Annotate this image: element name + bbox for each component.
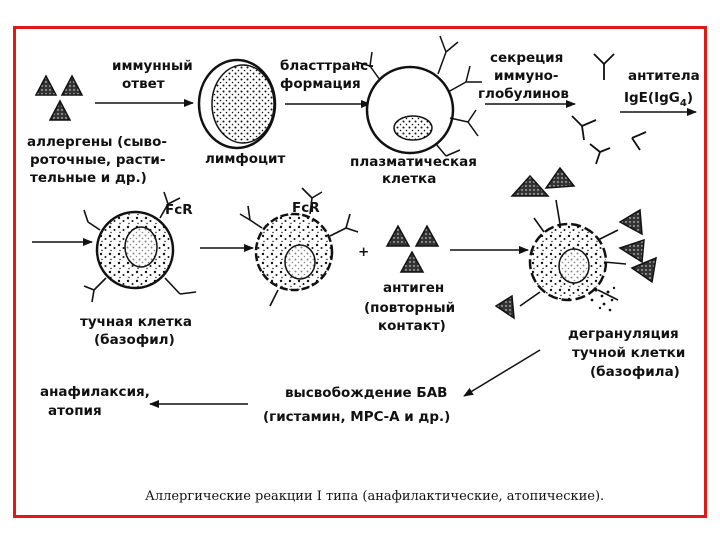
label-allergens-1: аллергены (сыво- [27, 134, 167, 150]
label-immune-response-2: ответ [122, 76, 165, 92]
label-plasma-2: клетка [382, 171, 436, 187]
degranulating-mast-cell [494, 166, 657, 320]
arrow-to-release [463, 349, 541, 397]
label-antibodies-sub: 4 [680, 98, 687, 109]
label-immune-response-1: иммунный [112, 58, 193, 74]
mast-cell [83, 191, 197, 303]
label-antigen-1: антиген [383, 280, 444, 296]
label-fcr-2: FcR [292, 200, 320, 216]
label-degran-1: дегрануляция [568, 326, 679, 342]
label-anaphylaxis-1: анафилаксия, [40, 384, 150, 400]
label-antigen-3: контакт) [378, 318, 446, 334]
antigen-triangles [385, 224, 440, 273]
label-secretion-2: иммуно- [494, 68, 559, 84]
label-allergens-3: тельные и др.) [30, 170, 147, 186]
label-antigen-2: (повторный [364, 300, 455, 316]
antibody-y-shapes [571, 53, 647, 165]
label-secretion-3: глобулинов [478, 86, 569, 102]
label-mast-2: (базофил) [94, 332, 175, 348]
lymphocyte-cell [197, 58, 277, 150]
label-plasma-1: плазматическая [350, 154, 477, 170]
label-mast-1: тучная клетка [80, 314, 192, 330]
label-antibodies-2: IgE(IgG4) [624, 90, 693, 109]
label-degran-3: (базофила) [590, 364, 680, 380]
label-blast-2: формация [280, 76, 361, 92]
label-fcr-1: FcR [165, 202, 193, 218]
label-degran-2: тучной клетки [572, 345, 685, 361]
label-release-1: высвобождение БАВ [285, 385, 447, 401]
label-lymphocyte: лимфоцит [205, 151, 286, 167]
figure-caption: Аллергические реакции I типа (анафилакти… [145, 489, 604, 504]
red-frame [13, 26, 707, 518]
sensitized-mast-cell [239, 187, 359, 307]
label-antibodies-close: ) [687, 90, 693, 106]
allergen-triangles [34, 74, 84, 121]
label-allergens-2: роточные, расти- [30, 152, 166, 168]
label-secretion-1: секреция [490, 50, 563, 66]
label-antibodies-main: IgE(IgG [624, 90, 680, 106]
label-blast-1: бласттранс- [280, 58, 374, 74]
label-antibodies-1: антитела [628, 68, 700, 84]
plasma-cell [355, 35, 482, 157]
label-release-2: (гистамин, МРС-А и др.) [263, 409, 450, 425]
label-anaphylaxis-2: атопия [48, 403, 102, 419]
plus-sign: + [358, 244, 369, 260]
